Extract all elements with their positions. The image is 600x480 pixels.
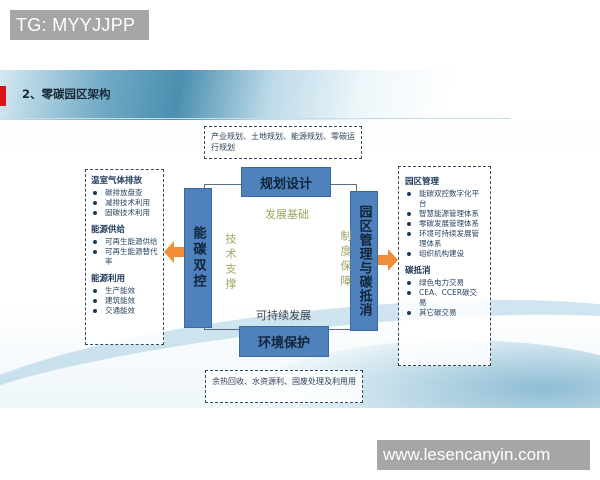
- list-item: CEA、CCER碳交易: [405, 288, 484, 308]
- list-item: 绿色电力交易: [405, 278, 484, 288]
- bullet-icon: [407, 232, 411, 236]
- left-section-heading: 能源供给: [91, 225, 126, 235]
- bullet-icon: [93, 309, 97, 313]
- bullet-icon: [93, 250, 97, 254]
- energy-carbon-control-label: 能碳双控: [190, 226, 206, 290]
- bullet-icon: [93, 201, 97, 205]
- list-item: 智慧能源管理体系: [405, 209, 484, 219]
- list-item: 组织机构建设: [405, 249, 484, 259]
- left-section-energy-use: 能源利用 生产能效 建筑能效 交通能效: [91, 272, 158, 316]
- bullet-icon: [93, 299, 97, 303]
- watermark-top: TG: MYYJJPP: [10, 10, 149, 40]
- bullet-icon: [407, 212, 411, 216]
- list-item: 建筑能效: [91, 296, 158, 306]
- label-technical-support: 技术支撑: [224, 233, 237, 293]
- list-item: 可再生能源供给: [91, 237, 158, 247]
- bullet-icon: [93, 289, 97, 293]
- top-note-box: 产业规划、土地规划、能源规划、零碳运行规划: [204, 126, 362, 159]
- bottom-note-text: 余热回收、水资源利、固废处理及利用用: [212, 377, 356, 386]
- slide: 2、零碳园区架构 产业规划、土地规划、能源规划、零碳运行规划 规划设计 能碳双控…: [0, 70, 600, 408]
- arrow-right-icon: [378, 249, 398, 271]
- bullet-icon: [407, 281, 411, 285]
- list-item: 能碳双控数字化平台: [405, 189, 484, 209]
- bullet-icon: [407, 192, 411, 196]
- label-development-foundation: 发展基础: [265, 208, 309, 221]
- environment-protection-label: 环境保护: [257, 336, 310, 351]
- park-management-box: 园区管理与碳抵消: [350, 191, 378, 331]
- list-item: 碳排放盘查: [91, 188, 158, 198]
- bullet-icon: [407, 311, 411, 315]
- list-item: 固碳技术利用: [91, 208, 158, 218]
- left-section-energy-supply: 能源供给 可再生能源供给 可再生能源替代率: [91, 223, 158, 267]
- right-section-heading: 碳抵消: [405, 266, 431, 276]
- slide-header: 2、零碳园区架构: [0, 70, 600, 120]
- list-item: 其它碳交易: [405, 308, 484, 318]
- bottom-note-box: 余热回收、水资源利、固废处理及利用用: [205, 370, 363, 403]
- bullet-icon: [93, 191, 97, 195]
- list-item: 可再生能源替代率: [91, 247, 158, 267]
- arrow-left-icon: [164, 241, 184, 263]
- left-section-heading: 能源利用: [91, 274, 126, 284]
- watermark-bottom: www.lesencanyin.com: [377, 440, 590, 470]
- park-management-label: 园区管理与碳抵消: [356, 205, 372, 317]
- list-item: 环境可持续发展管理体系: [405, 229, 484, 249]
- bullet-icon: [407, 291, 411, 295]
- label-sustainable-development: 可持续发展: [256, 309, 311, 322]
- list-item: 交通能效: [91, 306, 158, 316]
- right-panel: 园区管理 能碳双控数字化平台 智慧能源管理体系 零碳发展管理体系 环境可持续发展…: [398, 166, 491, 366]
- energy-carbon-control-box: 能碳双控: [184, 188, 212, 328]
- list-item: 减排技术利用: [91, 198, 158, 208]
- right-section-carbon-offset: 碳抵消 绿色电力交易 CEA、CCER碳交易 其它碳交易: [405, 264, 484, 318]
- right-section-heading: 园区管理: [405, 177, 440, 187]
- bullet-icon: [407, 222, 411, 226]
- bullet-icon: [93, 240, 97, 244]
- bullet-icon: [407, 252, 411, 256]
- planning-design-box: 规划设计: [241, 167, 331, 197]
- header-accent-bar: [0, 86, 6, 106]
- right-section-park-management: 园区管理 能碳双控数字化平台 智慧能源管理体系 零碳发展管理体系 环境可持续发展…: [405, 175, 484, 259]
- left-panel: 温室气体排放 碳排放盘查 减排技术利用 固碳技术利用 能源供给 可再生能源供给 …: [85, 169, 164, 345]
- list-item: 生产能效: [91, 286, 158, 296]
- top-note-text: 产业规划、土地规划、能源规划、零碳运行规划: [211, 132, 355, 152]
- slide-title: 2、零碳园区架构: [22, 87, 111, 101]
- left-section-ghg: 温室气体排放 碳排放盘查 减排技术利用 固碳技术利用: [91, 174, 158, 218]
- label-institutional-guarantee: 制度保障: [339, 230, 352, 290]
- list-item: 零碳发展管理体系: [405, 219, 484, 229]
- bullet-icon: [93, 211, 97, 215]
- environment-protection-box: 环境保护: [239, 326, 329, 357]
- planning-design-label: 规划设计: [259, 176, 312, 192]
- left-section-heading: 温室气体排放: [91, 176, 143, 186]
